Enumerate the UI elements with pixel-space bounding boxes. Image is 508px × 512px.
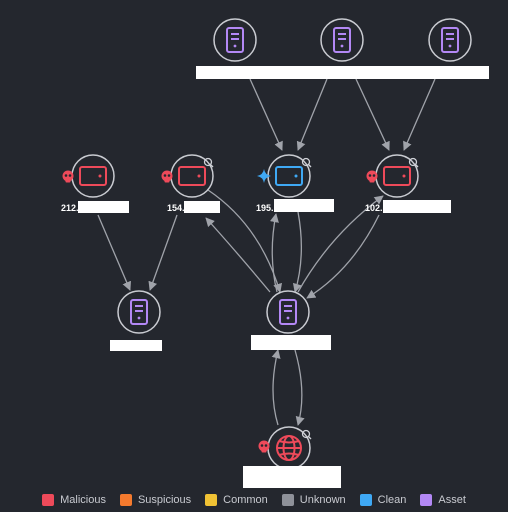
legend-swatch: [420, 494, 433, 506]
node-top-asset-3[interactable]: [428, 18, 472, 62]
redacted-label: [110, 340, 162, 351]
server-icon: [130, 299, 148, 325]
legend-swatch: [119, 494, 132, 506]
legend-swatch: [205, 494, 218, 506]
legend-swatch: [42, 494, 55, 506]
edge: [271, 349, 281, 426]
edge: [148, 214, 178, 291]
redacted-label: [184, 201, 220, 213]
edge: [97, 214, 131, 291]
skull-icon: [161, 170, 173, 183]
node-top-asset-2[interactable]: [320, 18, 364, 62]
graph-edges: [97, 78, 436, 426]
edge: [207, 189, 283, 293]
device-icon: [275, 166, 303, 186]
server-icon: [333, 27, 351, 53]
node-label-prefix: 195.: [256, 203, 274, 213]
device-icon: [178, 166, 206, 186]
search-icon[interactable]: [301, 429, 312, 440]
legend-item-clean[interactable]: Clean: [359, 494, 407, 506]
search-icon[interactable]: [408, 157, 419, 168]
node-label-prefix: 212.: [61, 203, 79, 213]
server-icon: [441, 27, 459, 53]
legend-label: Unknown: [299, 494, 346, 506]
skull-icon: [366, 170, 378, 183]
redacted-label: [274, 199, 334, 212]
edge: [269, 213, 279, 293]
edge: [205, 217, 271, 293]
legend-item-asset[interactable]: Asset: [420, 494, 466, 506]
node-asset-center[interactable]: [251, 290, 331, 350]
node-top-asset-1[interactable]: [213, 18, 257, 62]
node-label-prefix: 102.: [365, 203, 383, 213]
node-web[interactable]: [243, 426, 341, 488]
redacted-label: [383, 200, 451, 213]
legend-item-malicious[interactable]: Malicious: [42, 494, 106, 506]
redacted-label-top-assets: [196, 66, 489, 79]
globe-icon: [276, 435, 302, 461]
edge: [292, 211, 303, 293]
legend-label: Asset: [438, 494, 466, 506]
skull-icon: [258, 440, 270, 453]
edge: [355, 78, 390, 151]
legend-item-unknown[interactable]: Unknown: [281, 494, 346, 506]
node-device-212[interactable]: 212.: [61, 154, 129, 213]
node-asset-left[interactable]: [110, 290, 162, 351]
server-icon: [279, 299, 297, 325]
device-icon: [383, 166, 411, 186]
legend-label: Clean: [377, 494, 407, 506]
legend-swatch: [281, 494, 294, 506]
device-icon: [79, 166, 107, 186]
node-label-prefix: 154.: [167, 203, 185, 213]
node-device-154[interactable]: 154.: [161, 154, 221, 213]
edge: [403, 78, 436, 151]
legend: Malicious Suspicious Common Unknown Clea…: [0, 492, 508, 508]
redacted-label: [78, 201, 129, 213]
node-device-102[interactable]: 102.: [365, 154, 451, 213]
node-device-195[interactable]: 195.: [256, 154, 334, 213]
edge: [297, 195, 384, 293]
legend-label: Suspicious: [137, 494, 192, 506]
legend-label: Malicious: [60, 494, 106, 506]
edge: [306, 214, 380, 299]
edge: [296, 78, 328, 151]
legend-swatch: [359, 494, 372, 506]
redacted-label: [243, 466, 341, 488]
edge: [294, 349, 305, 426]
legend-item-suspicious[interactable]: Suspicious: [119, 494, 192, 506]
skull-icon: [62, 170, 74, 183]
sparkle-icon: [257, 169, 271, 183]
legend-label: Common: [223, 494, 268, 506]
edge: [249, 78, 283, 151]
legend-item-common[interactable]: Common: [205, 494, 268, 506]
relationship-graph: 212. 154.: [61, 18, 489, 488]
redacted-label: [251, 335, 331, 350]
search-icon[interactable]: [301, 157, 312, 168]
search-icon[interactable]: [203, 157, 214, 168]
server-icon: [226, 27, 244, 53]
